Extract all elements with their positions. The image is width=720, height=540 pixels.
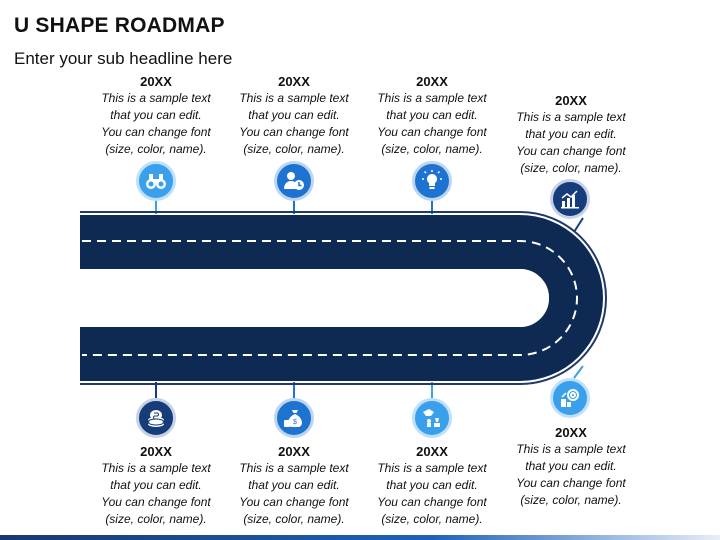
- road-inner-edge: [80, 269, 549, 327]
- chess-strategy-icon: [412, 398, 452, 438]
- binoculars-icon: [136, 161, 176, 201]
- milestone-text-line: (size, color, name).: [105, 142, 207, 156]
- milestone-top-1: 20XX This is a sample text that you can …: [91, 74, 221, 158]
- milestone-text-line: This is a sample text: [101, 461, 211, 475]
- milestone-year: 20XX: [555, 93, 587, 108]
- milestone-top-4: 20XX This is a sample text that you can …: [506, 93, 636, 177]
- milestone-text-line: that you can edit.: [525, 127, 617, 141]
- milestone-text-line: You can change font: [516, 476, 626, 490]
- user-clock-icon: [274, 161, 314, 201]
- milestone-text-line: that you can edit.: [525, 459, 617, 473]
- milestone-text-line: This is a sample text: [239, 461, 349, 475]
- milestone-text-line: You can change font: [101, 495, 211, 509]
- milestone-year: 20XX: [140, 444, 172, 459]
- milestone-text-line: (size, color, name).: [243, 142, 345, 156]
- milestone-text-line: that you can edit.: [386, 478, 478, 492]
- milestone-year: 20XX: [416, 444, 448, 459]
- page-title: U SHAPE ROADMAP: [14, 14, 225, 37]
- milestone-text-line: This is a sample text: [101, 91, 211, 105]
- milestone-text-line: You can change font: [101, 125, 211, 139]
- milestone-year: 20XX: [416, 74, 448, 89]
- milestone-text-line: (size, color, name).: [105, 512, 207, 526]
- growth-chart-icon: [550, 179, 590, 219]
- milestone-text-line: that you can edit.: [386, 108, 478, 122]
- milestone-text-line: (size, color, name).: [381, 142, 483, 156]
- footer-accent-bar: [0, 535, 720, 540]
- connector-top-4: [573, 217, 584, 233]
- connector-bottom-4: [573, 365, 584, 379]
- milestone-text-line: This is a sample text: [377, 461, 487, 475]
- milestone-text-line: (size, color, name).: [520, 161, 622, 175]
- milestone-year: 20XX: [278, 74, 310, 89]
- road-outer-border: [80, 211, 607, 385]
- milestone-text-line: (size, color, name).: [520, 493, 622, 507]
- milestone-text-line: You can change font: [516, 144, 626, 158]
- milestone-year: 20XX: [555, 425, 587, 440]
- milestone-text-line: that you can edit.: [248, 108, 340, 122]
- milestone-text-line: (size, color, name).: [381, 512, 483, 526]
- milestone-text-line: (size, color, name).: [243, 512, 345, 526]
- money-bag-icon: $: [274, 398, 314, 438]
- milestone-year: 20XX: [278, 444, 310, 459]
- milestone-text-line: You can change font: [377, 495, 487, 509]
- milestone-bottom-4: 20XX This is a sample text that you can …: [506, 425, 636, 509]
- milestone-text-line: that you can edit.: [248, 478, 340, 492]
- milestone-text-line: You can change font: [239, 495, 349, 509]
- milestone-text-line: This is a sample text: [516, 110, 626, 124]
- milestone-top-3: 20XX This is a sample text that you can …: [367, 74, 497, 158]
- milestone-text-line: This is a sample text: [516, 442, 626, 456]
- milestone-text-line: that you can edit.: [110, 108, 202, 122]
- lightbulb-icon: [412, 161, 452, 201]
- milestone-text-line: You can change font: [377, 125, 487, 139]
- coins-icon: [136, 398, 176, 438]
- milestone-text-line: that you can edit.: [110, 478, 202, 492]
- road-center-dashes: [82, 240, 578, 356]
- milestone-bottom-3: 20XX This is a sample text that you can …: [367, 444, 497, 528]
- milestone-text-line: This is a sample text: [377, 91, 487, 105]
- milestone-year: 20XX: [140, 74, 172, 89]
- milestone-top-2: 20XX This is a sample text that you can …: [229, 74, 359, 158]
- milestone-text-line: This is a sample text: [239, 91, 349, 105]
- page-subtitle: Enter your sub headline here: [14, 49, 233, 68]
- milestone-bottom-1: 20XX This is a sample text that you can …: [91, 444, 221, 528]
- svg-text:$: $: [293, 419, 297, 426]
- milestone-bottom-2: 20XX This is a sample text that you can …: [229, 444, 359, 528]
- target-gear-icon: [550, 378, 590, 418]
- milestone-text-line: You can change font: [239, 125, 349, 139]
- road-surface: [80, 215, 603, 381]
